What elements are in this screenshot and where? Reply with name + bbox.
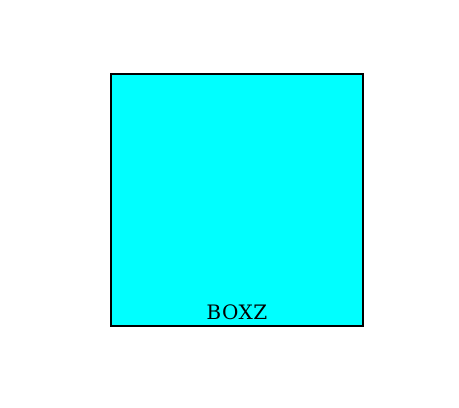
box-label: BOXZ [206, 300, 268, 324]
cyan-box[interactable]: BOXZ [110, 73, 364, 327]
